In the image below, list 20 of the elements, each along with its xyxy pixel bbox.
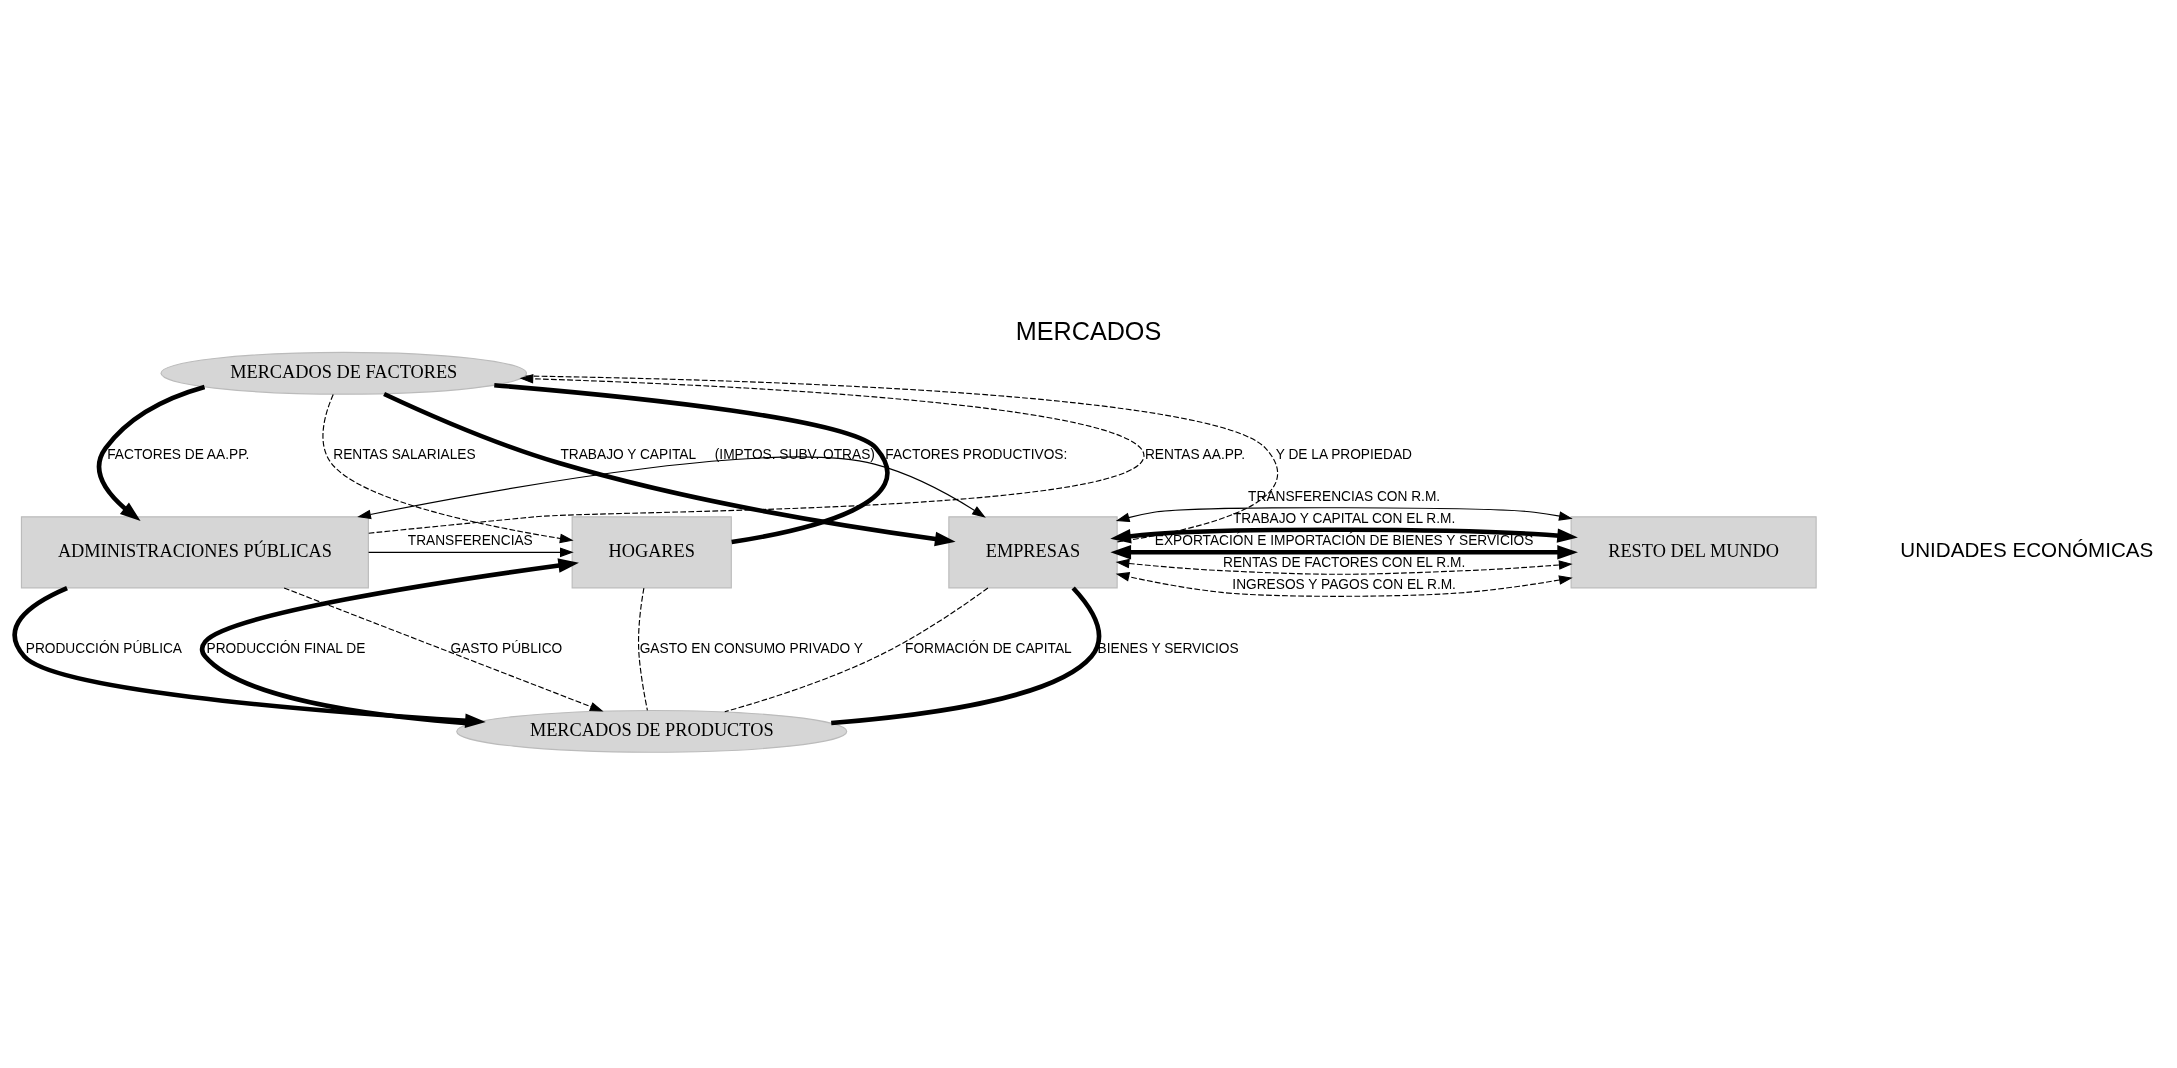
edge-label: PRODUCCIÓN FINAL DE [206,640,366,656]
edge-label: GASTO EN CONSUMO PRIVADO Y [639,640,864,656]
edge-label: BIENES Y SERVICIOS [1097,640,1239,656]
edge-label: GASTO PÚBLICO [450,640,563,656]
label: UNIDADES ECONÓMICAS [1900,538,2154,562]
diagram-title: MERCADOS [1015,317,1162,346]
edge-label: FACTORES DE AA.PP. [107,447,250,463]
edge-label: TRABAJO Y CAPITAL [560,447,697,463]
edge-label: INGRESOS Y PAGOS CON EL R.M. [1232,576,1456,592]
edge-label: RENTAS DE FACTORES CON EL R.M. [1223,554,1466,570]
edge-label: FACTORES PRODUCTIVOS: [885,447,1068,463]
edge-label: PRODUCCIÓN PÚBLICA [25,640,183,656]
edge-label: FORMACIÓN DE CAPITAL [905,640,1072,656]
edge-label: RENTAS AA.PP. [1144,447,1246,463]
edge-label: TRABAJO Y CAPITAL CON EL R.M. [1232,511,1456,527]
edge-label: TRANSFERENCIAS CON R.M. [1248,489,1441,505]
edge-label: TRANSFERENCIAS [407,532,533,548]
edge-label: Y DE LA PROPIEDAD [1275,447,1412,463]
edge-label: RENTAS SALARIALES [333,447,476,463]
edge-label: EXPORTACIÓN E IMPORTACIÓN DE BIENES Y SERVICIOS [1154,532,1534,548]
